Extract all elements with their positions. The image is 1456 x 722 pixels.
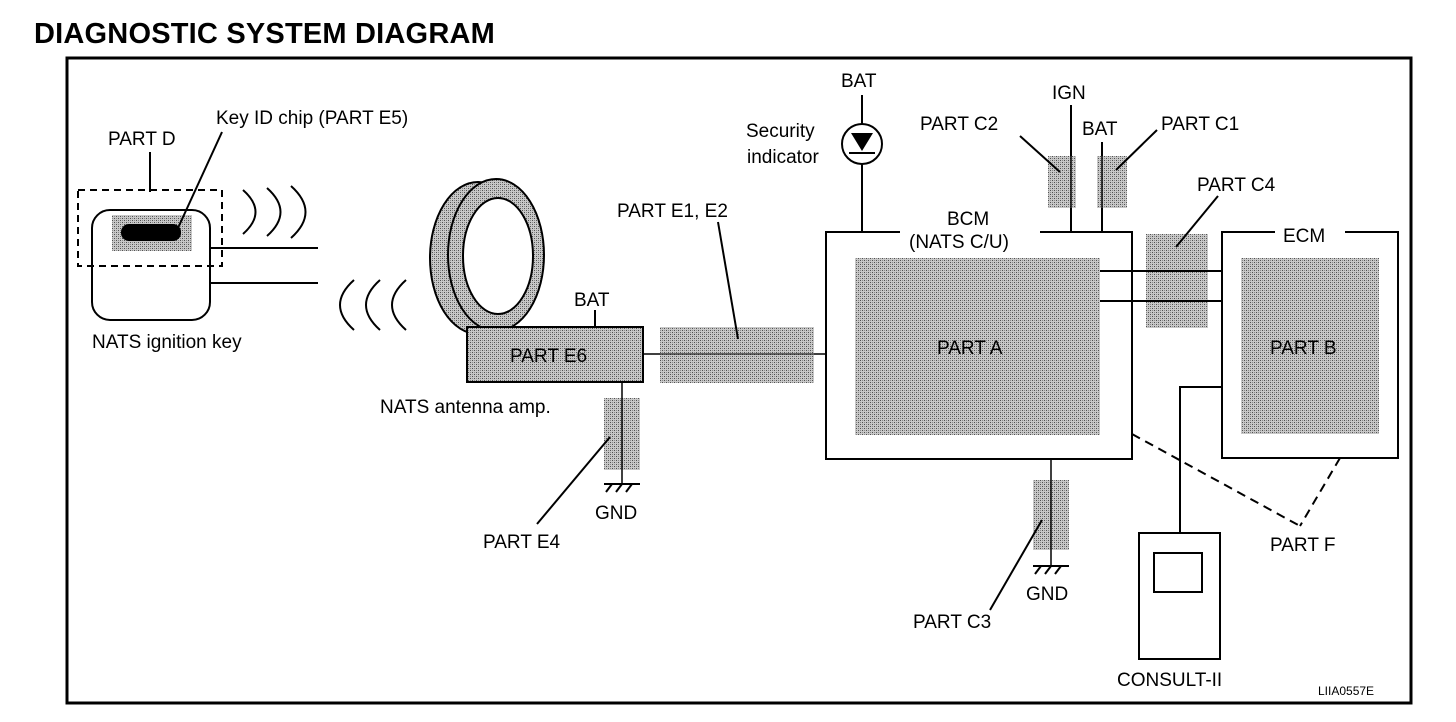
key-id-chip-leader bbox=[177, 131, 223, 229]
indicator-diode-icon bbox=[851, 133, 873, 151]
bcm-label-2: (NATS C/U) bbox=[909, 232, 1009, 253]
diagram-frame bbox=[65, 56, 1413, 705]
antenna-radio-waves bbox=[339, 279, 407, 331]
part-c4-label: PART C4 bbox=[1197, 175, 1276, 196]
bcm-label-1: BCM bbox=[947, 209, 989, 230]
part-c4-harness bbox=[1146, 234, 1208, 328]
part-e6-box bbox=[466, 326, 644, 383]
part-b-box bbox=[1241, 258, 1379, 434]
part-c2-leader bbox=[1019, 135, 1061, 173]
gnd-bcm-label: GND bbox=[1026, 584, 1068, 605]
consult-line bbox=[1179, 386, 1222, 533]
consult-ii-device bbox=[1138, 532, 1221, 660]
part-c3-leader bbox=[989, 519, 1043, 611]
part-c3-label: PART C3 bbox=[913, 612, 991, 633]
bcm-label-gap bbox=[900, 222, 1040, 242]
part-c4-leader bbox=[1175, 195, 1219, 248]
part-d-label: PART D bbox=[108, 129, 176, 150]
part-c1-leader bbox=[1115, 129, 1158, 171]
part-b-label: PART B bbox=[1270, 338, 1337, 359]
part-f-dashed-line-2 bbox=[1299, 457, 1341, 527]
bcm-ground-symbol bbox=[1033, 565, 1069, 575]
part-e4-leader bbox=[536, 436, 611, 525]
key-id-chip-label: Key ID chip (PART E5) bbox=[216, 108, 408, 129]
diagram-title: DIAGNOSTIC SYSTEM DIAGRAM bbox=[34, 18, 495, 50]
nats-antenna-amp-label: NATS antenna amp. bbox=[380, 397, 551, 418]
part-e1-e2-label: PART E1, E2 bbox=[617, 201, 728, 222]
key-radio-waves bbox=[242, 185, 307, 239]
part-c2-label: PART C2 bbox=[920, 114, 998, 135]
ecm-label-gap bbox=[1275, 222, 1345, 242]
gnd-antenna-label: GND bbox=[595, 503, 637, 524]
part-e6-label: PART E6 bbox=[510, 346, 587, 367]
key-id-chip bbox=[121, 224, 181, 241]
part-e1-e2-leader bbox=[717, 221, 739, 340]
part-f-label: PART F bbox=[1270, 535, 1335, 556]
antenna-ground-symbol bbox=[604, 483, 640, 493]
security-indicator-label-2: indicator bbox=[747, 147, 819, 168]
part-a-box bbox=[855, 258, 1100, 435]
bat-top-label: BAT bbox=[841, 71, 877, 92]
part-f-dashed-line-1 bbox=[1131, 433, 1301, 527]
ecm-label: ECM bbox=[1283, 226, 1325, 247]
part-e4-label: PART E4 bbox=[483, 532, 561, 553]
ign-label: IGN bbox=[1052, 83, 1086, 104]
consult-ii-label: CONSULT-II bbox=[1117, 670, 1222, 691]
part-c1-label: PART C1 bbox=[1161, 114, 1239, 135]
bat-antenna-label: BAT bbox=[574, 290, 610, 311]
nats-ignition-key-label: NATS ignition key bbox=[92, 332, 242, 353]
bat-c1-label: BAT bbox=[1082, 119, 1118, 140]
consult-ii-screen bbox=[1153, 552, 1203, 593]
nats-antenna-ring bbox=[429, 178, 545, 335]
security-indicator-label-1: Security bbox=[746, 121, 815, 142]
part-a-label: PART A bbox=[937, 338, 1003, 359]
figure-code-label: LIIA0557E bbox=[1318, 684, 1374, 698]
